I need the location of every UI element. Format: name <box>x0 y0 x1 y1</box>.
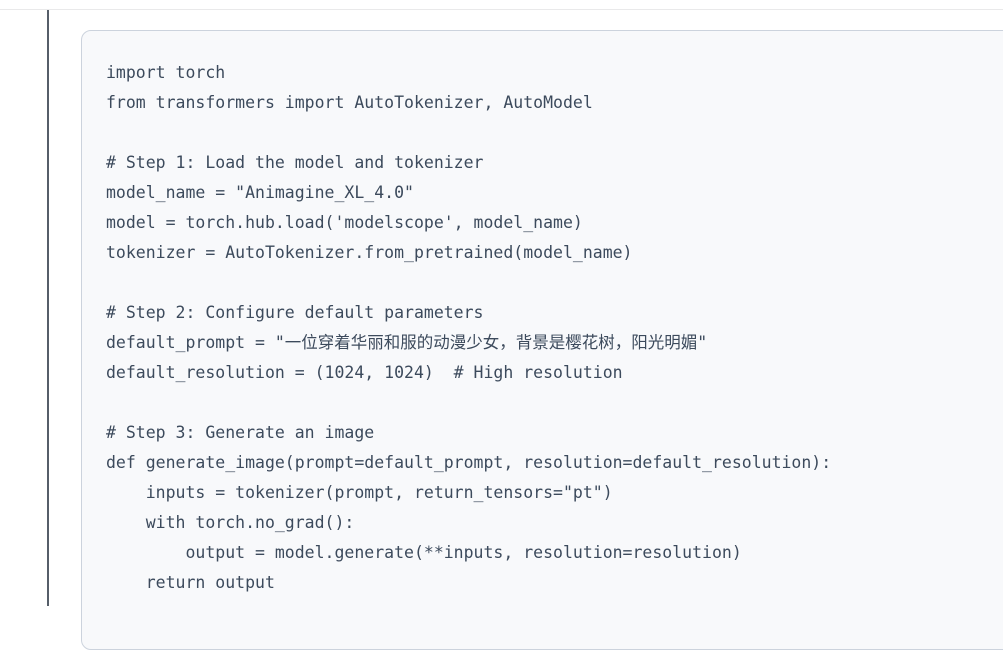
code-line: tokenizer = AutoTokenizer.from_pretraine… <box>106 243 633 262</box>
code-line: model = torch.hub.load('modelscope', mod… <box>106 213 583 232</box>
left-gutter-rail <box>47 10 49 606</box>
code-line: with torch.no_grad(): <box>106 513 355 532</box>
code-line: output = model.generate(**inputs, resolu… <box>106 543 742 562</box>
code-block-card: import torch from transformers import Au… <box>81 30 1003 650</box>
code-line: default_resolution = (1024, 1024) # High… <box>106 363 623 382</box>
code-line: from transformers import AutoTokenizer, … <box>106 93 593 112</box>
code-line: # Step 1: Load the model and tokenizer <box>106 153 484 172</box>
code-line: # Step 2: Configure default parameters <box>106 303 484 322</box>
code-block-content[interactable]: import torch from transformers import Au… <box>82 31 1003 598</box>
code-line: def generate_image(prompt=default_prompt… <box>106 453 832 472</box>
code-line: return output <box>106 573 275 592</box>
code-line: inputs = tokenizer(prompt, return_tensor… <box>106 483 613 502</box>
code-line: model_name = "Animagine_XL_4.0" <box>106 183 414 202</box>
code-line: # Step 3: Generate an image <box>106 423 375 442</box>
code-line: import torch <box>106 63 226 82</box>
top-divider-rule <box>0 9 1003 10</box>
code-line: default_prompt = "一位穿着华丽和服的动漫少女，背景是樱花树，阳… <box>106 333 708 352</box>
